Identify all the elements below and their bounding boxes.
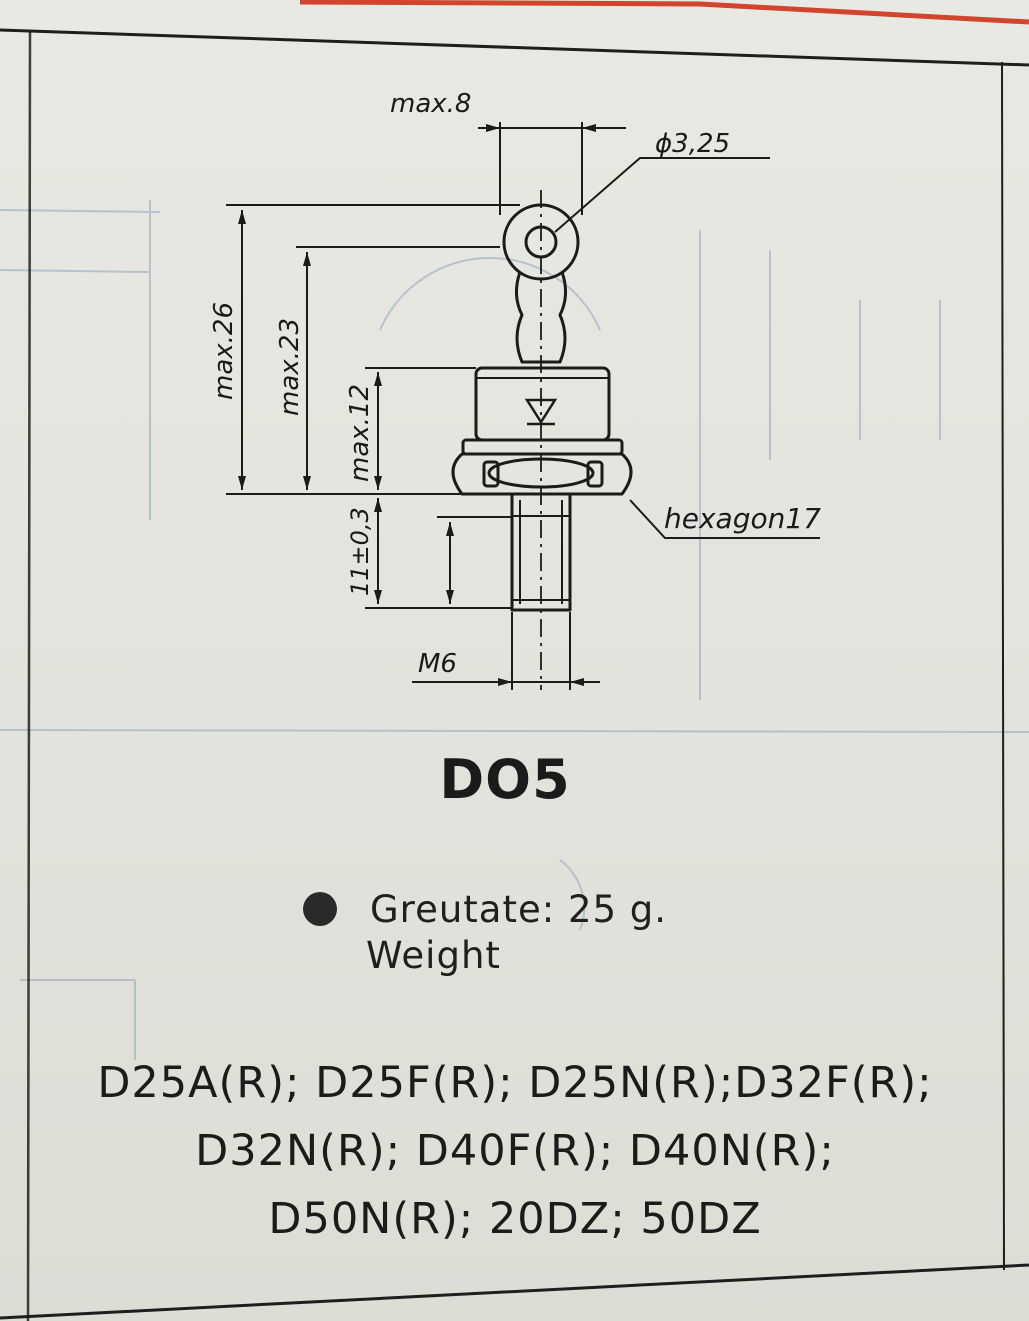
label-phi: ϕ3,25 bbox=[655, 129, 730, 159]
model-list-line-2: D32N(R); D40F(R); D40N(R); bbox=[195, 1126, 835, 1176]
label-max-8: max.8 bbox=[390, 89, 471, 119]
weight-label-en: Weight bbox=[366, 934, 501, 977]
bullet-icon bbox=[303, 892, 337, 926]
label-thread-length: 11±0,3 bbox=[346, 507, 374, 596]
page-border bbox=[0, 28, 1029, 1321]
package-name: DO5 bbox=[439, 748, 571, 811]
label-max-26: max.26 bbox=[209, 302, 239, 400]
flange bbox=[461, 438, 624, 456]
red-page-edge bbox=[299, 0, 1029, 25]
model-list-line-3: D50N(R); 20DZ; 50DZ bbox=[268, 1194, 762, 1244]
weight-label-ro: Greutate: 25 g. bbox=[370, 888, 668, 931]
bleed-through-marks bbox=[0, 200, 1029, 1060]
label-m6: M6 bbox=[418, 649, 457, 679]
model-list-line-1: D25A(R); D25F(R); D25N(R);D32F(R); bbox=[97, 1058, 933, 1108]
label-max-12: max.12 bbox=[345, 384, 375, 482]
arrowheads bbox=[238, 124, 596, 686]
label-max-23: max.23 bbox=[275, 318, 305, 416]
dimension-lines bbox=[226, 122, 820, 690]
hexagon-nut bbox=[451, 452, 633, 496]
component-outline bbox=[451, 203, 633, 612]
label-hexagon: hexagon17 bbox=[664, 502, 821, 535]
